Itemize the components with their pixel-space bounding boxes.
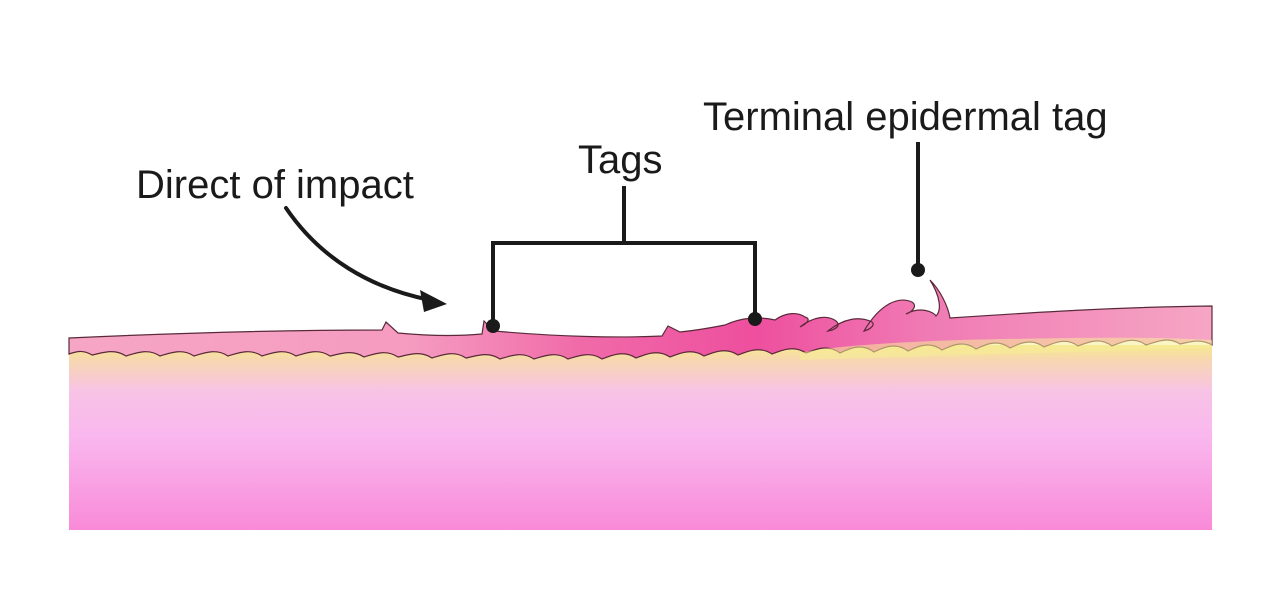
tags-bracket [491,241,757,326]
impact-arrow-shaft [284,206,432,302]
terminal-epidermal-tag-label: Terminal epidermal tag [703,95,1108,139]
tags-label: Tags [578,138,663,182]
basal-layer [800,337,1212,360]
terminal-tag-dot [911,263,925,277]
tags-left-dot [486,319,500,333]
tags-right-dot [748,312,762,326]
direct-of-impact-label: Direct of impact [136,163,414,207]
impact-arrowhead [420,290,447,312]
dermis-layer [69,345,1212,530]
